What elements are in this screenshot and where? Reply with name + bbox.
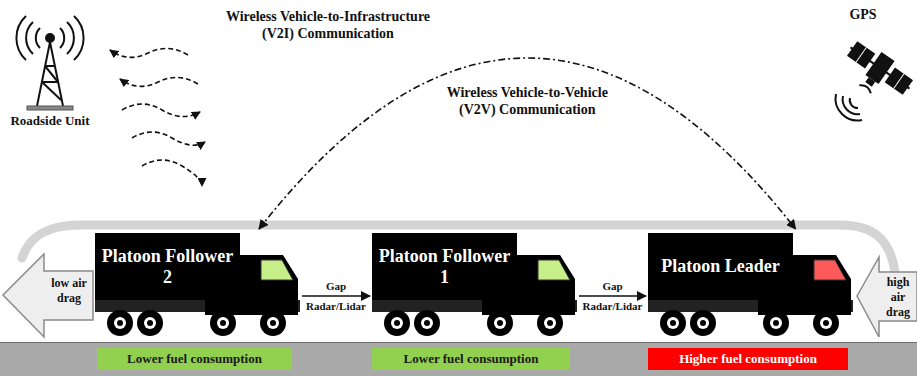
sensor-label: Radar/Lidar [583,299,643,313]
gps-label: GPS [846,6,880,23]
fuel-label: Lower fuel consumption [404,351,539,367]
v2i-waves [110,48,205,186]
gap-arrow [302,295,370,297]
fuel-consumption-band: Lower fuel consumption [97,348,292,370]
truck-trailer: Platoon Follower 1 [372,233,577,343]
truck-label: Platoon Leader [661,256,780,277]
truck-label: Platoon Follower 2 [101,246,234,288]
fuel-consumption-band: Higher fuel consumption [648,348,848,370]
high-drag-arrow [857,257,917,337]
v2i-label: Wireless Vehicle-to-Infrastructure (V2I)… [222,8,434,42]
gap-arrow [579,295,646,297]
fuel-consumption-band: Lower fuel consumption [372,348,570,370]
v2v-label: Wireless Vehicle-to-Vehicle (V2V) Commun… [432,84,622,118]
gap-label: Gap [602,280,622,293]
truck-drawing [648,233,853,343]
gps-satellite [836,36,917,110]
low-drag-arrow [3,254,93,337]
gap-label: Gap [326,280,346,293]
fuel-label: Lower fuel consumption [127,351,262,367]
roadside-unit-label: Roadside Unit [8,113,92,129]
truck-trailer: Platoon Leader [648,233,853,343]
air-drag-label: low air drag [46,276,92,306]
road-edge [0,342,917,343]
roadside-tower [16,16,83,110]
fuel-label: Higher fuel consumption [679,351,817,367]
truck-trailer: Platoon Follower 2 [95,233,300,343]
air-drag-label: high air drag [881,275,915,320]
sensor-label: Radar/Lidar [306,299,366,313]
road [0,342,917,376]
v2v-link [259,58,796,229]
truck-label: Platoon Follower 1 [378,246,511,288]
gps-signal [836,94,862,120]
